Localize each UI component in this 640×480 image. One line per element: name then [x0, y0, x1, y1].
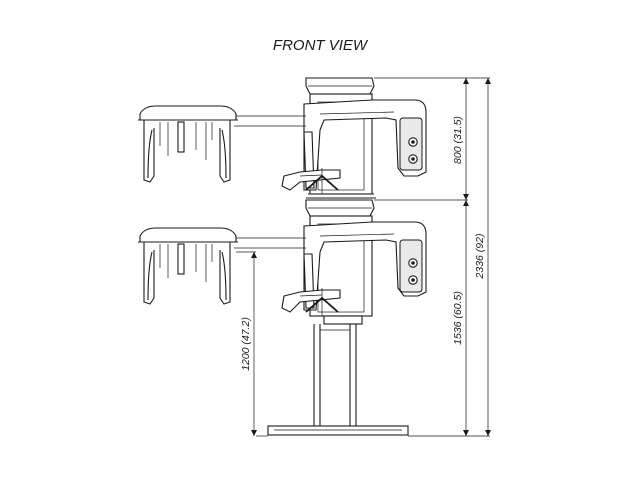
- dim-lower-arm-label: 1536 (60.5): [452, 291, 464, 345]
- upper-unit: [138, 77, 427, 199]
- floor-stand: [267, 324, 409, 436]
- dim-upper-arm-label: 800 (31.5): [452, 116, 464, 164]
- dim-total-height-label: 2336 (92): [474, 234, 486, 280]
- dimension-lines: [236, 77, 491, 437]
- lower-unit: [138, 199, 427, 325]
- drawing-title: FRONT VIEW: [273, 37, 369, 54]
- dim-base-height-label: 1200 (47.2): [240, 317, 252, 371]
